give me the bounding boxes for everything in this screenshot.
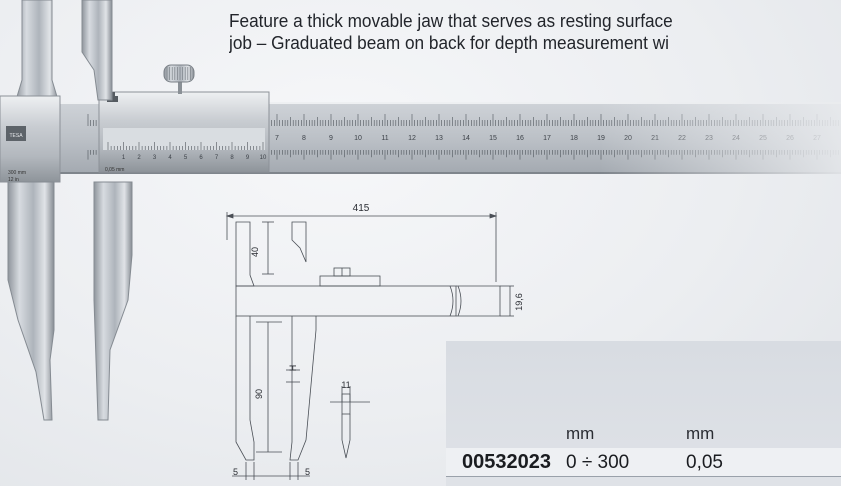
scale-number: 10 bbox=[354, 135, 362, 142]
vernier-number: 6 bbox=[199, 155, 203, 161]
vernier-number: 1 bbox=[122, 155, 126, 161]
product-description: Feature a thick movable jaw that serves … bbox=[229, 10, 806, 54]
scale-number: 9 bbox=[329, 135, 333, 142]
dimension-jaw-tip-left: 5 bbox=[233, 467, 238, 477]
unit-resolution-header: mm bbox=[686, 424, 715, 443]
brand-logo bbox=[6, 126, 26, 141]
dimension-jaw-tip-right: 5 bbox=[305, 467, 310, 477]
fine-adjust-knob bbox=[163, 64, 195, 83]
fixed-upper-jaw bbox=[15, 0, 59, 101]
vernier-number: 5 bbox=[184, 155, 188, 161]
scale-number: 14 bbox=[462, 135, 470, 142]
vernier-number: 4 bbox=[168, 155, 172, 161]
scale-number: 8 bbox=[302, 135, 306, 142]
fixed-lower-jaw bbox=[7, 181, 55, 421]
scale-number: 15 bbox=[489, 135, 497, 142]
scale-number: 7 bbox=[275, 135, 279, 142]
vernier-number: 3 bbox=[153, 155, 157, 161]
dimension-tip-width: 11 bbox=[341, 380, 350, 390]
scale-number: 13 bbox=[435, 135, 443, 142]
movable-lower-jaw bbox=[93, 181, 133, 421]
vernier-number: 8 bbox=[230, 155, 234, 161]
movable-upper-jaw bbox=[81, 0, 113, 101]
scale-number: 11 bbox=[381, 135, 388, 142]
spec-table-row bbox=[446, 448, 841, 476]
spec-row-divider bbox=[446, 476, 841, 477]
scale-number: 16 bbox=[516, 135, 524, 142]
description-line-1: Feature a thick movable jaw that serves … bbox=[229, 10, 673, 31]
dimension-overall-length: 415 bbox=[353, 203, 370, 214]
dimension-jaw-length: 90 bbox=[254, 389, 264, 399]
vernier-resolution-label: 0,05 mm bbox=[105, 167, 124, 173]
dimension-beam-height: 19,6 bbox=[514, 293, 524, 311]
vernier-scale-numbers: 1 2 3 4 5 6 7 8 9 10 bbox=[122, 155, 267, 161]
range-label-inch: 12 in bbox=[8, 177, 19, 183]
dimension-jaw-height: 40 bbox=[250, 247, 260, 257]
vernier-scale-ticks bbox=[107, 142, 264, 150]
unit-range-header: mm bbox=[566, 424, 595, 443]
brand-logo-text: TESA bbox=[9, 133, 23, 139]
dimension-thickness-mark: H bbox=[288, 365, 298, 372]
article-code: 00532023 bbox=[462, 451, 551, 473]
resolution-value: 0,05 bbox=[686, 452, 723, 473]
measuring-range: 0 ÷ 300 bbox=[566, 452, 630, 473]
scale-number: 18 bbox=[570, 135, 578, 142]
vernier-number: 2 bbox=[137, 155, 141, 161]
technical-drawing bbox=[225, 212, 514, 480]
vernier-number: 10 bbox=[260, 155, 267, 161]
scale-number: 17 bbox=[543, 135, 551, 142]
vernier-number: 9 bbox=[246, 155, 250, 161]
description-line-2: job – Graduated beam on back for depth m… bbox=[229, 32, 669, 53]
range-label: 300 mm bbox=[8, 170, 26, 176]
vernier-number: 7 bbox=[215, 155, 219, 161]
scale-number: 12 bbox=[408, 135, 416, 142]
